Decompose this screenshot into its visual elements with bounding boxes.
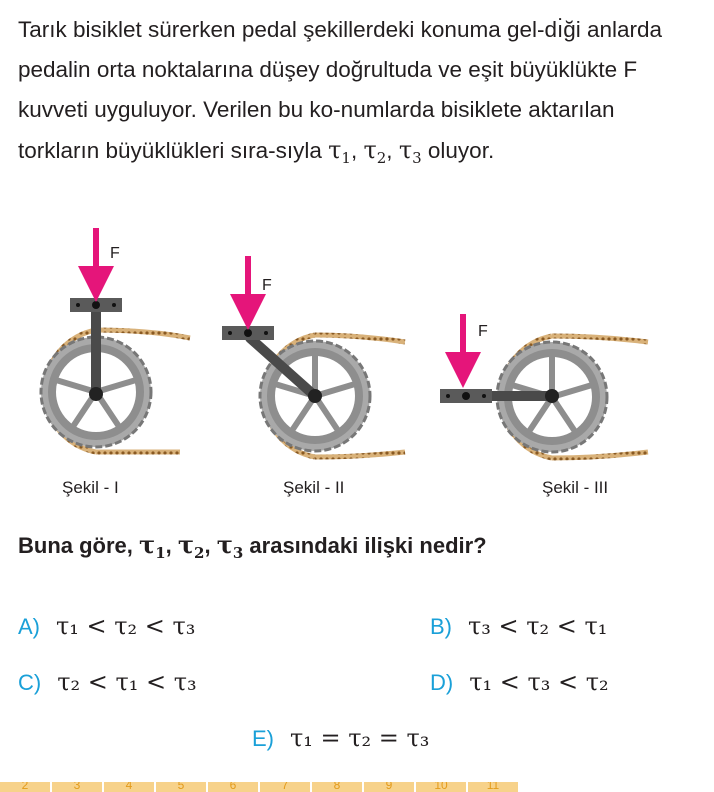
bicycle-pedal-figures: F F F (39, 228, 649, 461)
question-text: Tarık bisiklet sürerken pedal şekillerde… (18, 17, 663, 167)
figure-3: F (440, 314, 649, 461)
page-number[interactable]: 9 (364, 782, 414, 792)
question-body: Tarık bisiklet sürerken pedal şekillerde… (18, 17, 663, 163)
chain (95, 327, 191, 455)
page-number[interactable]: 10 (416, 782, 466, 792)
tau-3: τ3 (398, 136, 422, 167)
figure-2-label: Şekil - II (283, 478, 345, 497)
page-number[interactable]: 5 (156, 782, 206, 792)
question-end: oluyor. (427, 138, 495, 163)
option-a[interactable]: A)τ₁ < τ₂ < τ₃ (18, 612, 196, 640)
spindle (89, 387, 103, 401)
option-e[interactable]: E)τ₁ = τ₂ = τ₃ (252, 724, 430, 752)
page-number-strip: 2 3 4 5 6 7 8 9 10 11 (0, 782, 530, 792)
spindle (545, 389, 559, 403)
page-number[interactable]: 6 (208, 782, 258, 792)
figure-3-label: Şekil - III (542, 478, 609, 497)
option-c[interactable]: C)τ₂ < τ₁ < τ₃ (18, 668, 197, 696)
page-number[interactable]: 11 (468, 782, 518, 792)
page-number[interactable]: 8 (312, 782, 362, 792)
question-prompt: Buna göre, τ1, τ2, τ3 arasındaki ilişki … (18, 530, 487, 562)
chain (314, 332, 406, 460)
figure-1: F (39, 228, 191, 455)
page-number[interactable]: 7 (260, 782, 310, 792)
force-label: F (478, 323, 488, 340)
page-number[interactable]: 3 (52, 782, 102, 792)
force-label: F (110, 245, 120, 262)
tau-2: τ2 (363, 136, 387, 167)
option-b[interactable]: B)τ₃ < τ₂ < τ₁ (430, 612, 608, 640)
figure-1-label: Şekil - I (62, 478, 119, 497)
option-d[interactable]: D)τ₁ < τ₃ < τ₂ (430, 668, 609, 696)
figure-2: F (222, 256, 406, 460)
chain (551, 333, 649, 461)
crank-arm (245, 333, 320, 401)
page-number[interactable]: 4 (104, 782, 154, 792)
page-number[interactable]: 2 (0, 782, 50, 792)
force-label: F (262, 277, 272, 294)
tau-1: τ1 (328, 136, 351, 167)
spindle (308, 389, 322, 403)
